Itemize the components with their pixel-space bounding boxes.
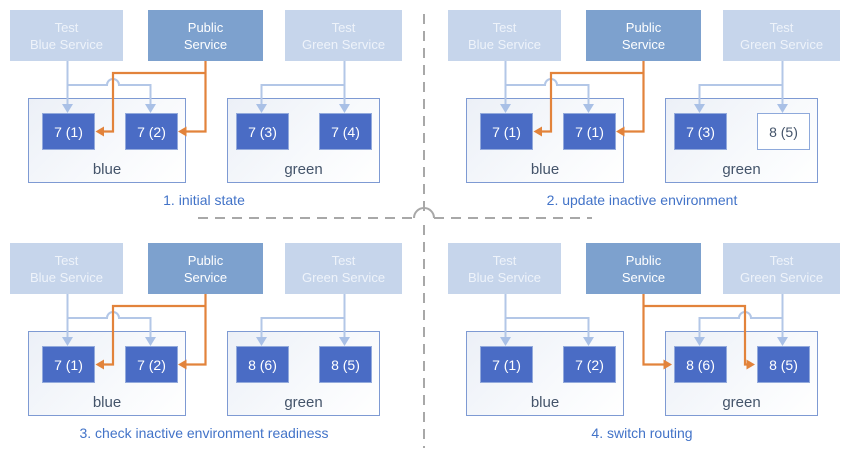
panel-update-inactive: Test Blue Service Public Service Test Gr… — [438, 0, 848, 228]
service-label: Public Service — [183, 19, 228, 52]
env-box-blue: 7 (1) 7 (2) blue — [28, 98, 186, 183]
pod-label: 8 (6) — [686, 356, 715, 373]
pod-label: 7 (1) — [54, 356, 83, 373]
env-box-green: 8 (6) 8 (5) green — [665, 331, 818, 416]
service-box-public: Public Service — [586, 10, 701, 61]
pod: 7 (1) — [563, 113, 616, 150]
pod: 8 (5) — [757, 113, 810, 150]
service-label: Test Blue Service — [30, 19, 103, 52]
panel-switch-routing: Test Blue Service Public Service Test Gr… — [438, 233, 848, 456]
pod: 8 (6) — [236, 346, 289, 383]
service-box-test-green: Test Green Service — [285, 243, 402, 294]
pod: 8 (5) — [319, 346, 372, 383]
panel-caption: 2. update inactive environment — [546, 192, 738, 208]
service-label: Test Green Service — [301, 19, 386, 52]
env-label-blue: blue — [530, 394, 560, 411]
service-box-test-blue: Test Blue Service — [10, 10, 123, 61]
service-label: Test Green Service — [739, 252, 824, 285]
pod-label: 7 (1) — [492, 356, 521, 373]
service-box-test-green: Test Green Service — [723, 10, 840, 61]
service-label: Public Service — [183, 252, 228, 285]
service-label: Test Blue Service — [468, 252, 541, 285]
service-box-test-blue: Test Blue Service — [448, 10, 561, 61]
panel-caption: 3. check inactive environment readiness — [79, 425, 329, 441]
service-label: Public Service — [621, 19, 666, 52]
env-box-green: 7 (3) 7 (4) green — [227, 98, 380, 183]
service-label: Test Blue Service — [468, 19, 541, 52]
env-label-blue: blue — [92, 161, 122, 178]
env-box-green: 8 (6) 8 (5) green — [227, 331, 380, 416]
pod-label: 7 (2) — [575, 356, 604, 373]
pod: 8 (5) — [757, 346, 810, 383]
panel-check-readiness: Test Blue Service Public Service Test Gr… — [0, 233, 424, 456]
pod-label: 7 (2) — [137, 123, 166, 140]
pod: 7 (2) — [125, 113, 178, 150]
env-box-blue: 7 (1) 7 (2) blue — [28, 331, 186, 416]
panel-caption: 4. switch routing — [591, 425, 693, 441]
service-box-public: Public Service — [148, 10, 263, 61]
panel-caption: 1. initial state — [163, 192, 245, 208]
env-label-green: green — [284, 161, 323, 178]
pod-label: 8 (5) — [769, 123, 798, 140]
pod-label: 8 (5) — [331, 356, 360, 373]
service-box-test-blue: Test Blue Service — [448, 243, 561, 294]
service-box-test-green: Test Green Service — [723, 243, 840, 294]
service-box-test-green: Test Green Service — [285, 10, 402, 61]
pod-label: 8 (5) — [769, 356, 798, 373]
service-box-test-blue: Test Blue Service — [10, 243, 123, 294]
pod-label: 7 (3) — [686, 123, 715, 140]
env-box-blue: 7 (1) 7 (1) blue — [466, 98, 624, 183]
pod-label: 8 (6) — [248, 356, 277, 373]
pod-label: 7 (1) — [54, 123, 83, 140]
pod-label: 7 (2) — [137, 356, 166, 373]
pod: 7 (2) — [125, 346, 178, 383]
pod: 7 (3) — [236, 113, 289, 150]
env-box-blue: 7 (1) 7 (2) blue — [466, 331, 624, 416]
pod: 8 (6) — [674, 346, 727, 383]
env-label-blue: blue — [530, 161, 560, 178]
env-label-green: green — [284, 394, 323, 411]
service-label: Test Blue Service — [30, 252, 103, 285]
pod-label: 7 (1) — [575, 123, 604, 140]
pod: 7 (1) — [480, 113, 533, 150]
env-box-green: 7 (3) 8 (5) green — [665, 98, 818, 183]
pod-label: 7 (4) — [331, 123, 360, 140]
panel-initial-state: Test Blue Service Public Service Test Gr… — [0, 0, 424, 228]
pod: 7 (1) — [42, 113, 95, 150]
service-box-public: Public Service — [586, 243, 701, 294]
service-label: Test Green Service — [739, 19, 824, 52]
service-label: Test Green Service — [301, 252, 386, 285]
pod: 7 (1) — [480, 346, 533, 383]
pod: 7 (2) — [563, 346, 616, 383]
env-label-blue: blue — [92, 394, 122, 411]
pod: 7 (4) — [319, 113, 372, 150]
pod: 7 (1) — [42, 346, 95, 383]
pod: 7 (3) — [674, 113, 727, 150]
pod-label: 7 (1) — [492, 123, 521, 140]
service-box-public: Public Service — [148, 243, 263, 294]
env-label-green: green — [722, 394, 761, 411]
pod-label: 7 (3) — [248, 123, 277, 140]
env-label-green: green — [722, 161, 761, 178]
service-label: Public Service — [621, 252, 666, 285]
